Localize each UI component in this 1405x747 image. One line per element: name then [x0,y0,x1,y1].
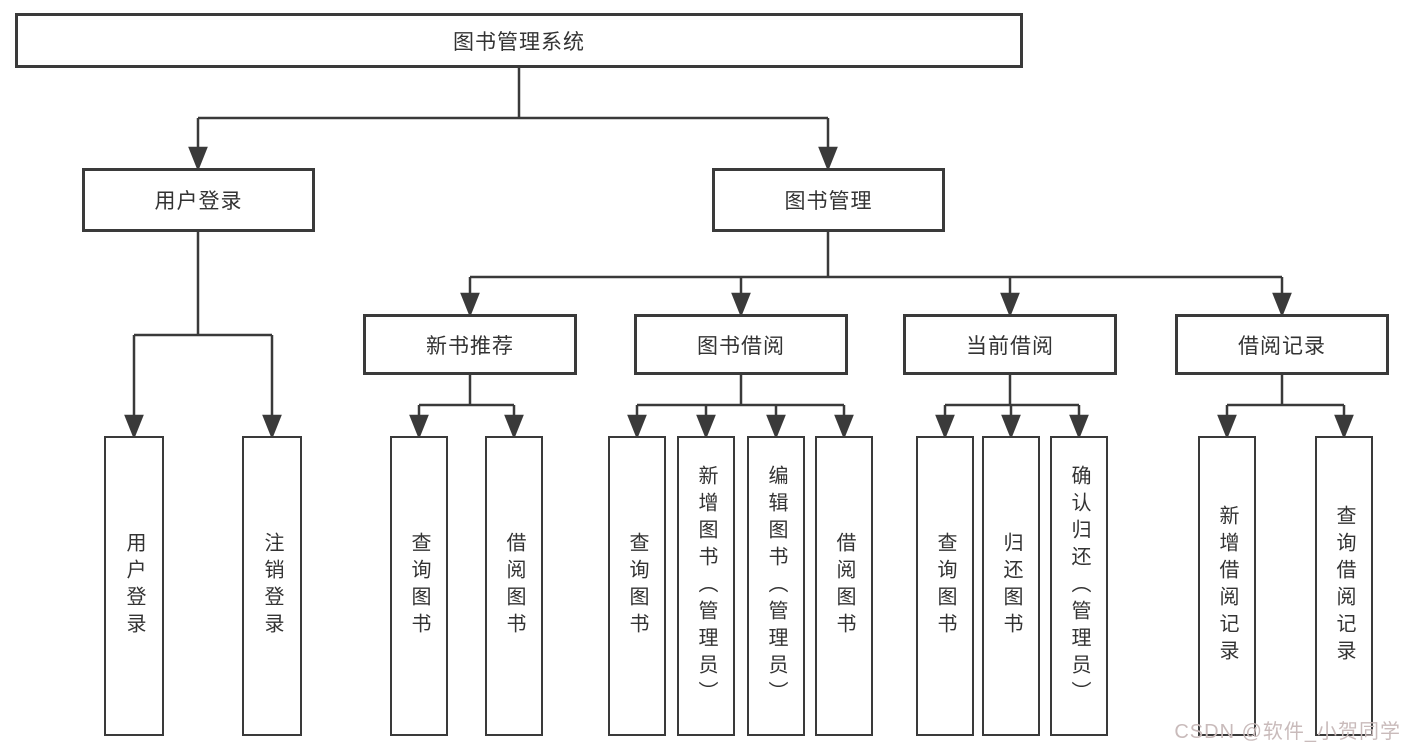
node-borrow-records: 借阅记录 [1175,314,1389,375]
node-book-management: 图书管理 [712,168,945,232]
leaf-logout: 注销登录 [242,436,302,736]
leaf-query-books-3: 查询图书 [916,436,974,736]
leaf-user-login: 用户登录 [104,436,164,736]
leaf-edit-books-admin: 编辑图书（管理员） [747,436,805,736]
csdn-watermark: CSDN @软件_小贺同学 [1174,721,1401,743]
node-library-management-system: 图书管理系统 [15,13,1023,68]
node-current-borrow: 当前借阅 [903,314,1117,375]
node-new-book-recommend: 新书推荐 [363,314,577,375]
leaf-add-books-admin: 新增图书（管理员） [677,436,735,736]
node-book-borrow: 图书借阅 [634,314,848,375]
leaf-return-books: 归还图书 [982,436,1040,736]
leaf-confirm-return-admin: 确认归还（管理员） [1050,436,1108,736]
node-user-login: 用户登录 [82,168,315,232]
leaf-add-borrow-record: 新增借阅记录 [1198,436,1256,736]
leaf-query-books-2: 查询图书 [608,436,666,736]
leaf-query-borrow-record: 查询借阅记录 [1315,436,1373,736]
leaf-query-books-1: 查询图书 [390,436,448,736]
leaf-borrow-books-2: 借阅图书 [815,436,873,736]
leaf-borrow-books-1: 借阅图书 [485,436,543,736]
